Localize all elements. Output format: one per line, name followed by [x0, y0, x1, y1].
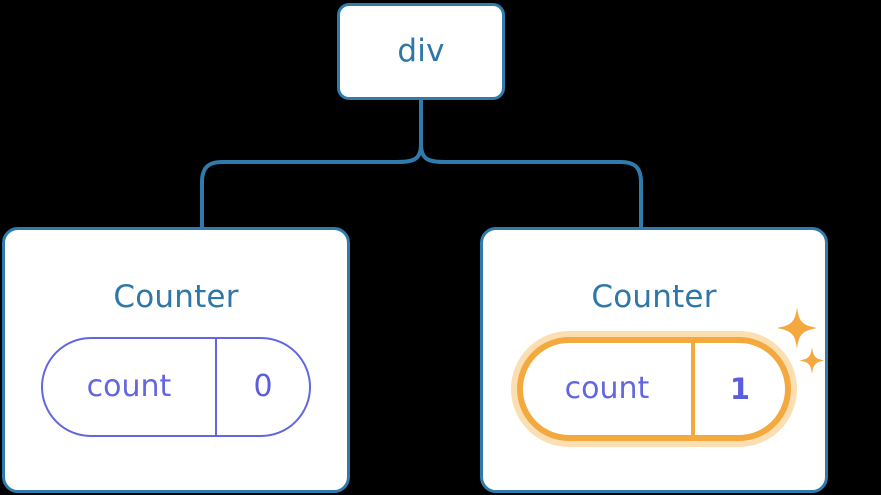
state-pill-right-wrap: count 1: [517, 307, 825, 441]
state-pill-left-name: count: [86, 369, 172, 404]
connector-to-right-child: [419, 98, 643, 229]
connector-to-left-child: [200, 98, 423, 229]
sparkle-small-icon: [799, 347, 825, 374]
state-pill-right[interactable]: count 1: [517, 337, 791, 441]
node-div[interactable]: div: [337, 3, 505, 100]
state-pill-right-name-cell: count: [523, 343, 691, 435]
node-counter-right-label: Counter: [591, 279, 717, 315]
node-counter-left[interactable]: Counter count 0: [2, 227, 350, 493]
state-pill-left-wrap: count 0: [41, 337, 311, 437]
node-counter-left-label: Counter: [113, 279, 239, 315]
node-div-label: div: [397, 33, 445, 69]
node-counter-right[interactable]: Counter count 1: [480, 227, 828, 493]
state-pill-left-value-cell: 0: [215, 339, 309, 435]
state-pill-left[interactable]: count 0: [41, 337, 311, 437]
state-pill-left-value: 0: [253, 369, 273, 404]
state-pill-right-value-cell: 1: [691, 343, 785, 435]
state-pill-right-name: count: [564, 371, 650, 406]
state-pill-left-name-cell: count: [43, 339, 215, 435]
state-pill-right-value: 1: [729, 371, 751, 406]
